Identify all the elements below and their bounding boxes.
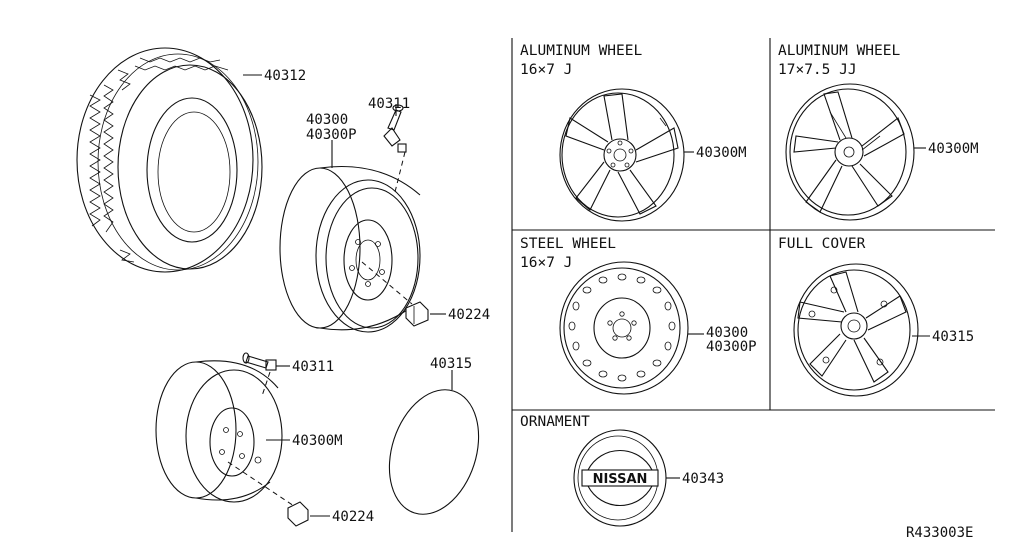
loose-cover-illustration [388, 370, 480, 515]
panel-alu17-size: 17×7.5 JJ [778, 62, 857, 78]
spare-wheel-illustration [155, 360, 295, 507]
ornament-illustration [573, 429, 680, 527]
label-spare-wheel: 40300M [292, 433, 343, 449]
valve-bottom-illustration [242, 352, 290, 397]
label-road-wheel-b: 40300P [306, 127, 357, 143]
panel-steel-title: STEEL WHEEL [520, 236, 616, 252]
label-nut-bottom: 40224 [332, 509, 374, 525]
label-cover-part: 40315 [932, 329, 974, 345]
panel-alu16-size: 16×7 J [520, 62, 572, 78]
label-nut-top: 40224 [448, 307, 490, 323]
label-road-wheel-a: 40300 [306, 112, 348, 128]
nut-top-illustration [405, 301, 446, 327]
label-valve-top: 40311 [368, 96, 410, 112]
panel-grid [511, 38, 995, 532]
label-steel-part-a: 40300 [706, 325, 748, 341]
alu17-wheel-illustration [785, 83, 926, 221]
panel-alu17-title: ALUMINUM WHEEL [778, 43, 900, 59]
label-steel-part-b: 40300P [706, 339, 757, 355]
label-ornament-part: 40343 [682, 471, 724, 487]
road-wheel-illustration [279, 140, 421, 333]
label-valve-bottom: 40311 [292, 359, 334, 375]
label-alu17-part: 40300M [928, 141, 979, 157]
label-alu16-part: 40300M [696, 145, 747, 161]
nut-bottom-illustration [287, 501, 330, 527]
tire-illustration [76, 47, 263, 273]
ornament-logo-text: NISSAN [593, 472, 648, 487]
steel-wheel-illustration [559, 261, 704, 395]
panel-ornament-title: ORNAMENT [520, 414, 590, 430]
panel-cover-title: FULL COVER [778, 236, 866, 252]
full-cover-illustration [793, 263, 930, 397]
drawing-reference: R433003E [906, 525, 973, 541]
valve-top-illustration [383, 104, 407, 193]
alu16-wheel-illustration [559, 88, 694, 222]
label-loose-cover: 40315 [430, 356, 472, 372]
label-tire: 40312 [264, 68, 306, 84]
panel-steel-size: 16×7 J [520, 255, 572, 271]
panel-alu16-title: ALUMINUM WHEEL [520, 43, 642, 59]
